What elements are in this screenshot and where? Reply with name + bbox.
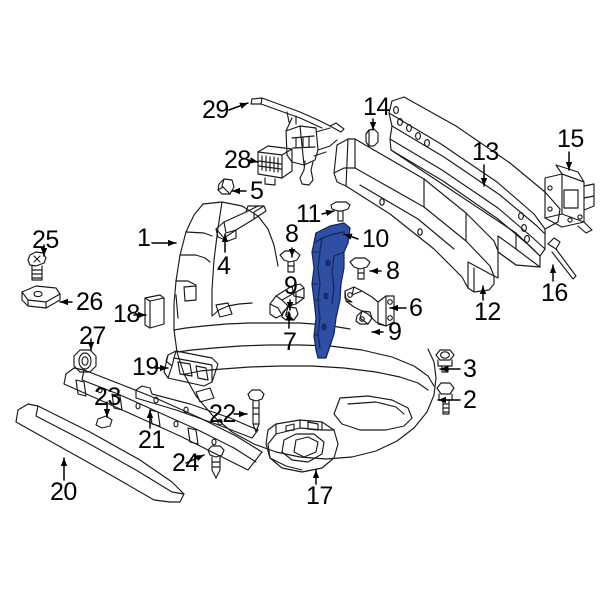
callout-17[interactable]: 17 [306,482,333,510]
part-14-plug-cap [365,128,379,147]
part-17-fog-lamp-bezel [265,419,339,473]
callout-28[interactable]: 28 [224,146,251,174]
callout-10[interactable]: 10 [362,225,389,253]
callout-18[interactable]: 18 [113,300,140,328]
lower-valance-panel [63,367,263,471]
callout-14[interactable]: 14 [363,93,390,121]
part-25-flange-bolt [27,251,47,281]
callout-24[interactable]: 24 [172,449,199,477]
part-19-license-bracket [163,350,219,387]
callout-21[interactable]: 21 [138,426,165,454]
callout-16[interactable]: 16 [541,279,568,307]
callout-19[interactable]: 19 [132,353,159,381]
part-1-bumper-cover [173,201,437,460]
part-13-reinforcement-bar [388,96,561,268]
part-2-bolt [436,382,455,415]
callout-12[interactable]: 12 [474,298,501,326]
callout-6[interactable]: 6 [409,294,423,322]
part-20-valance-molding [15,403,185,503]
callout-4[interactable]: 4 [217,252,231,280]
callout-29[interactable]: 29 [202,96,229,124]
part-12-energy-absorber [333,138,499,293]
callout-1[interactable]: 1 [137,224,151,252]
part-16-long-bolt [547,237,577,280]
part-22-clip-pin [247,389,265,433]
part-10-highlighted-bracket [311,222,351,359]
part-15-impact-bracket [544,164,595,234]
callout-9-right[interactable]: 9 [388,318,402,346]
part-23-lower-retainer [95,415,113,429]
callout-9-left[interactable]: 9 [284,272,298,300]
part-29-washer-hose-assembly [250,97,345,186]
callout-22[interactable]: 22 [209,400,236,428]
callout-20[interactable]: 20 [50,478,77,506]
part-24-push-pin [207,445,225,479]
part-4-upper-bracket [215,205,267,242]
part-28-connector-housing [257,145,293,186]
part-6-side-bracket [344,286,395,327]
part-8-retainer-upper [279,250,301,273]
callout-25[interactable]: 25 [32,226,59,254]
part-5-retainer-clip [217,178,235,195]
callout-27[interactable]: 27 [79,322,106,350]
callout-23[interactable]: 23 [94,383,121,411]
callout-13[interactable]: 13 [472,138,499,166]
callout-26[interactable]: 26 [76,288,103,316]
callout-7[interactable]: 7 [283,328,297,356]
part-8-retainer-right [349,257,371,280]
callout-8-right[interactable]: 8 [386,257,400,285]
callout-5[interactable]: 5 [250,177,264,205]
callout-15[interactable]: 15 [557,125,584,153]
part-11-screw [330,201,351,222]
part-18-pad-spacer [144,294,165,329]
callout-3[interactable]: 3 [463,355,477,383]
leader-lines [40,102,573,485]
callout-2[interactable]: 2 [463,386,477,414]
part-9-nut-clip-right [355,310,373,325]
callout-8-upper[interactable]: 8 [285,220,299,248]
part-26-clip-nut-plate [21,285,61,309]
callout-11[interactable]: 11 [296,200,321,228]
part-21-spoiler-reinforcement [135,385,259,439]
